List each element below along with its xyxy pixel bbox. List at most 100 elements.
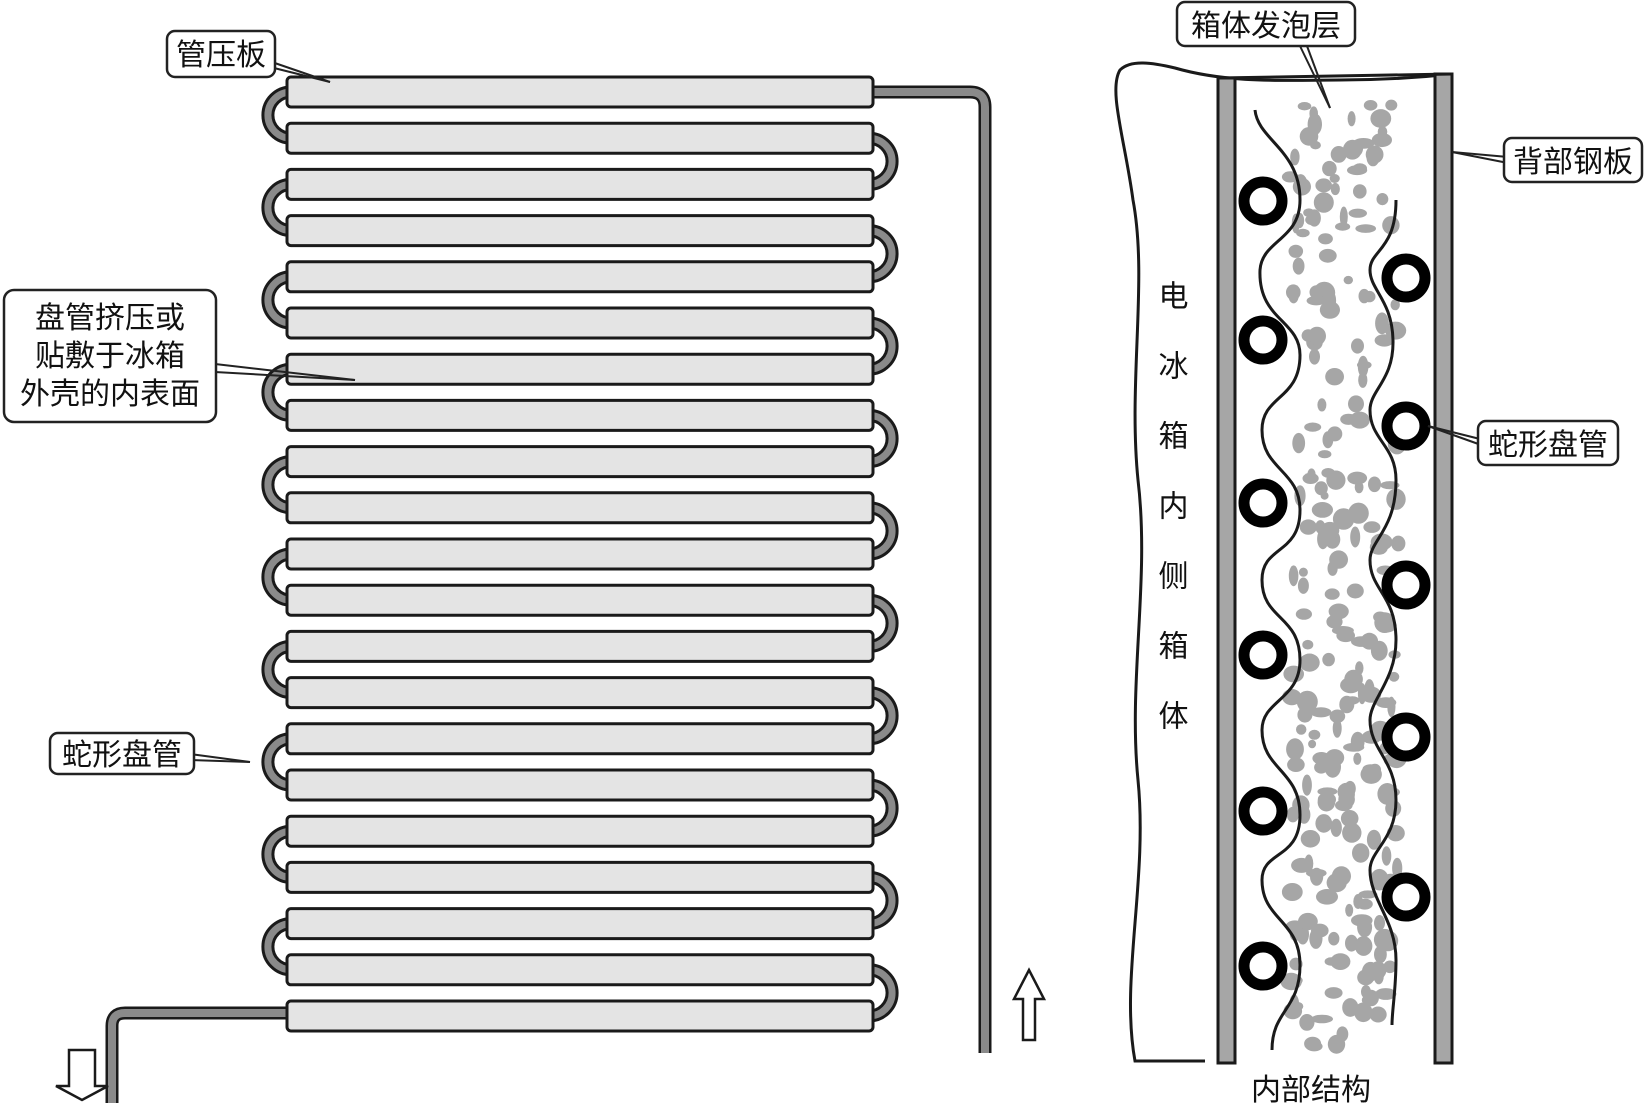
label-serpentine-right: 蛇形盘管 bbox=[1488, 428, 1608, 463]
foam-particle bbox=[1381, 846, 1392, 866]
foam-particle bbox=[1352, 843, 1370, 863]
foam-particle bbox=[1370, 868, 1389, 891]
foam-particle bbox=[1342, 822, 1362, 843]
coil-tube bbox=[285, 491, 875, 525]
foam-particle bbox=[1347, 111, 1356, 127]
foam-particle bbox=[1348, 502, 1369, 524]
coil-bend bbox=[264, 180, 292, 235]
label-coil-attach-line1: 盘管挤压或 bbox=[35, 301, 185, 336]
foam-particle bbox=[1304, 854, 1314, 873]
foam-particle bbox=[1313, 192, 1334, 213]
coil-pipe-section bbox=[1381, 872, 1431, 922]
coil-tube bbox=[285, 352, 875, 386]
coil-tube bbox=[285, 629, 875, 663]
callout-back-steel: 背部钢板 bbox=[1451, 136, 1644, 184]
coil-tube bbox=[285, 814, 875, 848]
foam-particle bbox=[1353, 894, 1363, 909]
coil-bend bbox=[264, 273, 292, 327]
foam-particle bbox=[1337, 782, 1355, 801]
coil-tube bbox=[285, 398, 875, 432]
foam-particle bbox=[1326, 614, 1343, 629]
coil-tube bbox=[285, 167, 875, 201]
foam-particle bbox=[1324, 987, 1343, 999]
foam-particle bbox=[1331, 626, 1354, 635]
coil-tube bbox=[285, 537, 875, 571]
foam-particle bbox=[1332, 718, 1342, 738]
foam-particle bbox=[1363, 521, 1381, 533]
foam-particle bbox=[1286, 738, 1304, 761]
foam-particle bbox=[1358, 288, 1370, 304]
callout-foam-layer: 箱体发泡层 bbox=[1175, 0, 1357, 109]
foam-particle bbox=[1322, 652, 1335, 667]
foam-particle bbox=[1300, 830, 1321, 848]
coil-pipe-section bbox=[1381, 712, 1431, 762]
foam-particle bbox=[1363, 989, 1379, 1007]
foam-particle bbox=[1309, 285, 1324, 300]
coil-pipe-section bbox=[1238, 315, 1288, 365]
foam-particle bbox=[1346, 935, 1357, 949]
coil-pipe-section bbox=[1238, 941, 1288, 991]
foam-particle bbox=[1326, 470, 1346, 490]
foam-particle bbox=[1327, 560, 1338, 576]
foam-particle bbox=[1350, 731, 1365, 752]
foam-particle bbox=[1352, 138, 1375, 149]
foam-particle bbox=[1346, 583, 1364, 599]
foam-particle bbox=[1374, 945, 1387, 964]
foam-particle bbox=[1318, 450, 1332, 459]
foam-particle bbox=[1304, 1036, 1322, 1051]
foam-particle bbox=[1368, 763, 1381, 776]
foam-particle bbox=[1302, 774, 1312, 796]
foam-particle bbox=[1354, 936, 1373, 956]
foam-particle bbox=[1348, 395, 1364, 413]
label-inner-box-vertical: 电冰箱内侧箱体 bbox=[1153, 280, 1189, 770]
foam-particle bbox=[1292, 795, 1310, 815]
coil-tube bbox=[285, 907, 875, 941]
coil-tube bbox=[285, 583, 875, 617]
coil-tube bbox=[285, 860, 875, 894]
foam-particle bbox=[1299, 519, 1317, 535]
foam-particle bbox=[1281, 883, 1303, 901]
foam-particle bbox=[1318, 248, 1337, 263]
coil-pipe-section bbox=[1381, 560, 1431, 610]
coil-bend bbox=[868, 134, 896, 188]
right-wavy-line bbox=[1368, 199, 1398, 1026]
foam-particle bbox=[1351, 914, 1373, 927]
foam-particle bbox=[1343, 275, 1354, 285]
coil-bend bbox=[868, 227, 896, 281]
coil-tube bbox=[285, 214, 875, 248]
foam-particle bbox=[1355, 224, 1376, 233]
coil-pipe-section bbox=[1381, 253, 1431, 303]
wall-cross-section bbox=[1114, 61, 1454, 1065]
foam-particle bbox=[1304, 422, 1322, 432]
foam-particle bbox=[1288, 288, 1299, 304]
coil-pipe-section bbox=[1238, 630, 1288, 680]
foam-particle bbox=[1290, 148, 1300, 166]
foam-particle bbox=[1318, 233, 1333, 245]
foam-particle bbox=[1316, 889, 1338, 905]
foam-particle bbox=[1331, 866, 1351, 886]
foam-particle bbox=[1330, 146, 1347, 163]
coil-tube bbox=[285, 260, 875, 294]
foam-particle bbox=[1364, 679, 1375, 700]
foam-particle bbox=[1385, 99, 1398, 111]
coil-bend bbox=[868, 411, 896, 466]
coil-bend bbox=[264, 458, 292, 512]
foam-particle bbox=[1375, 312, 1389, 335]
foam-particle bbox=[1355, 661, 1364, 675]
callout-serpentine-right: 蛇形盘管 bbox=[1427, 419, 1620, 467]
coil-bend bbox=[264, 88, 292, 142]
coil-tube bbox=[285, 445, 875, 479]
foam-particle bbox=[1376, 193, 1389, 206]
foam-particle bbox=[1374, 915, 1385, 931]
coil-bend bbox=[264, 827, 292, 881]
foam-particle bbox=[1329, 174, 1340, 183]
coil-bend bbox=[264, 550, 292, 604]
foam-particle bbox=[1315, 814, 1333, 833]
foam-particle bbox=[1287, 757, 1305, 772]
coil-bend bbox=[264, 735, 292, 789]
foam-particle bbox=[1315, 178, 1332, 193]
foam-particle bbox=[1298, 567, 1308, 577]
coil-tube bbox=[285, 676, 875, 710]
foam-particle bbox=[1383, 960, 1397, 974]
foam-particle bbox=[1320, 521, 1340, 540]
